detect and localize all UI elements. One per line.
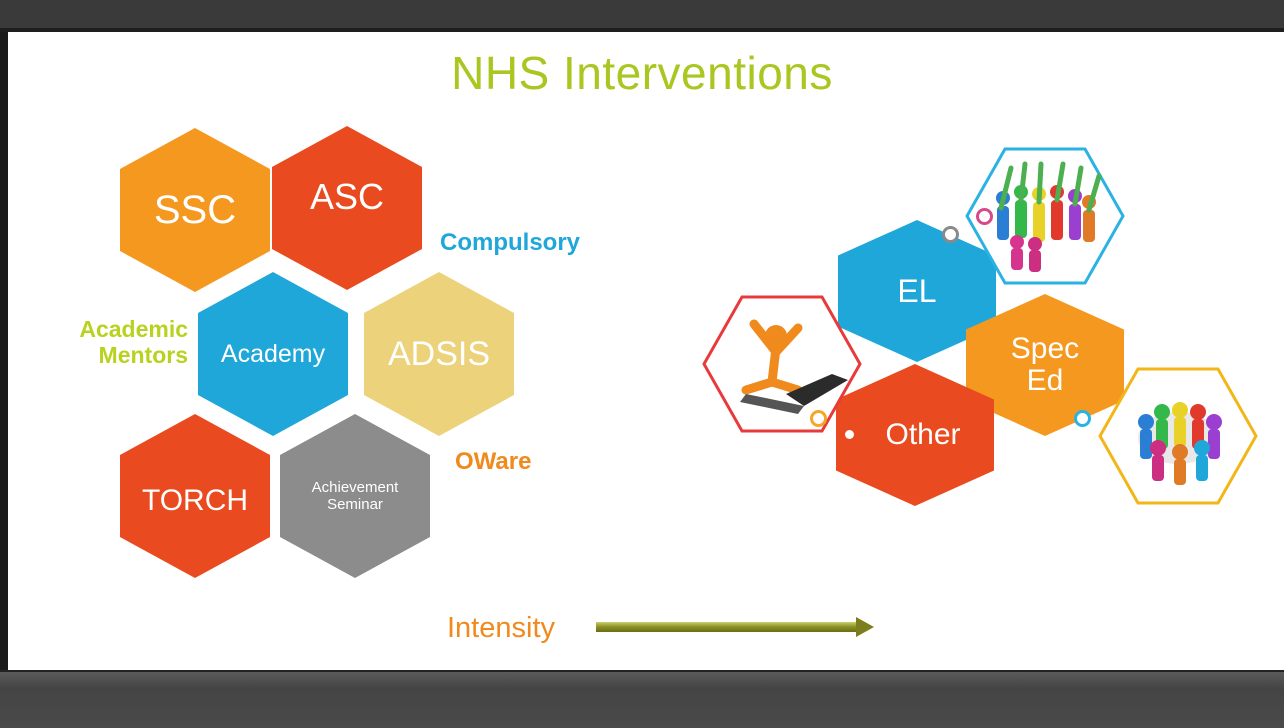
hex-el-label: EL [897, 272, 937, 309]
bottom-frame-bar [0, 672, 1284, 728]
hex-adsis-label: ADSIS [387, 334, 491, 373]
person-with-laptop-icon [702, 295, 862, 433]
hex-spec-label-line1: Spec [1010, 332, 1080, 365]
hex-achievement-seminar: Achievement Seminar [280, 414, 430, 578]
hex-adsis: ADSIS [364, 272, 514, 436]
label-academic-line1: Academic [79, 316, 188, 342]
connector-dot-el [942, 226, 959, 243]
connector-dot-laptop [810, 410, 827, 427]
hex-torch-label: TORCH [141, 484, 249, 517]
hex-academy-label: Academy [220, 339, 326, 368]
hex-asc-label: ASC [309, 176, 385, 217]
hex-other-bullet [845, 430, 854, 439]
label-intensity: Intensity [447, 612, 555, 644]
hex-academy: Academy [198, 272, 348, 436]
hex-ssc-label: SSC [153, 187, 237, 232]
label-oware: OWare [455, 448, 532, 475]
team-circle-icon [1098, 367, 1258, 505]
arrow-right-icon [596, 617, 874, 637]
hex-asc: ASC [272, 126, 422, 290]
label-compulsory: Compulsory [440, 229, 581, 256]
connector-dot-spec-ed [1074, 410, 1091, 427]
hex-achievement-label-line1: Achievement [311, 479, 399, 496]
hex-other-label: Other [885, 418, 961, 451]
hex-ssc: SSC [120, 128, 270, 292]
left-frame-edge [0, 32, 8, 672]
hex-spec-label-line2: Ed [1026, 364, 1064, 397]
people-raising-hands-icon [965, 147, 1125, 285]
label-academic-line2: Mentors [98, 342, 188, 368]
top-frame-line [0, 28, 1284, 32]
top-frame-bar [0, 0, 1284, 28]
slide-title: NHS Interventions [451, 47, 833, 99]
label-academic-mentors: Academic Mentors [48, 316, 188, 368]
hex-achievement-label-line2: Seminar [327, 496, 383, 513]
hex-torch: TORCH [120, 414, 270, 578]
connector-dot-people [976, 208, 993, 225]
